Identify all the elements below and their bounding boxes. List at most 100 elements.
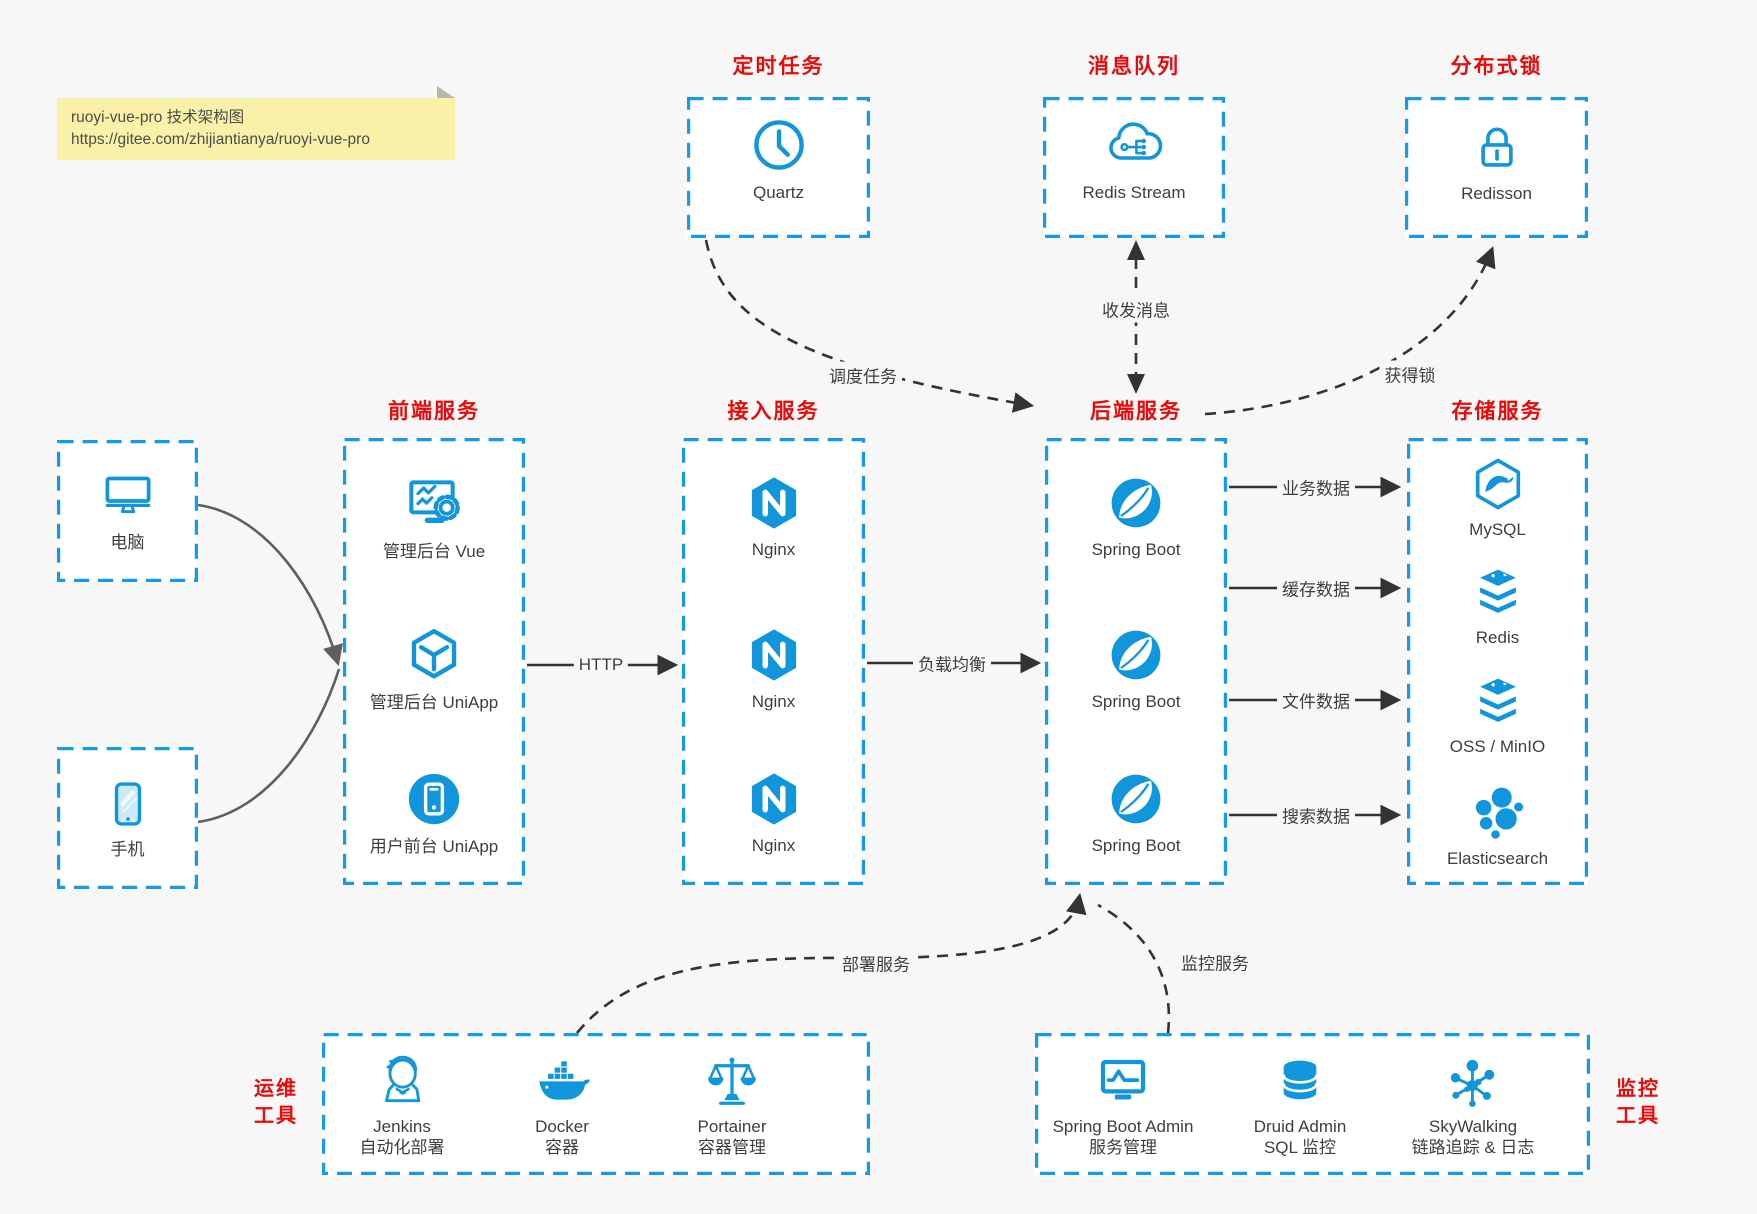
devops-tools-title: 运维 工具: [238, 1076, 314, 1130]
item-label: Redis: [1475, 628, 1520, 647]
admin-uniapp-item: 管理后台 UniApp: [343, 624, 525, 713]
admin-vue-icon: [402, 471, 466, 535]
redis-item: Redis: [1407, 563, 1588, 648]
cloud-mq-icon: [1102, 112, 1166, 176]
redis-stream-item: Redis Stream: [1043, 112, 1225, 203]
file-data-label: 文件数据: [1277, 686, 1355, 714]
frontend-services-box: 管理后台 Vue 管理后台 UniApp 用户前台 UniApp: [343, 438, 525, 885]
redis-icon: [1469, 563, 1527, 621]
elasticsearch-icon: [1468, 782, 1528, 842]
item-label: Nginx: [751, 692, 796, 711]
item-label: Quartz: [752, 183, 805, 202]
client-pc-box: 电脑: [57, 440, 198, 582]
monitor-tools-title-line2: 工具: [1616, 1105, 1660, 1127]
docker-item: Docker 容器: [482, 1051, 642, 1158]
item-name: Jenkins: [373, 1117, 431, 1136]
skywalking-item: SkyWalking 链路追踪 & 日志: [1385, 1051, 1561, 1158]
jenkins-icon: [371, 1051, 433, 1113]
group-title-storage: 存储服务: [1451, 400, 1544, 423]
devops-tools-box: Jenkins 自动化部署 Docker 容器 Portainer 容器管理: [322, 1033, 870, 1175]
item-label: 手机: [110, 840, 145, 859]
user-app-icon: [403, 768, 465, 830]
mysql-icon: [1469, 455, 1527, 513]
jenkins-item: Jenkins 自动化部署: [322, 1051, 482, 1158]
desktop-icon: [98, 466, 158, 526]
group-title-distributed-lock: 分布式锁: [1450, 55, 1543, 78]
item-name: Docker: [535, 1117, 589, 1136]
elasticsearch-item: Elasticsearch: [1407, 782, 1588, 869]
group-title-frontend: 前端服务: [388, 400, 480, 423]
item-label: 用户前台 UniApp: [369, 837, 499, 856]
item-label: 管理后台 UniApp: [369, 693, 499, 712]
group-title-message-queue: 消息队列: [1088, 55, 1180, 78]
spring-boot-item: Spring Boot: [1045, 473, 1227, 560]
devops-tools-title-line1: 运维: [254, 1078, 298, 1100]
nginx-item: Nginx: [682, 625, 865, 712]
item-label: Spring Boot: [1091, 692, 1181, 711]
spring-boot-icon: [1106, 625, 1166, 685]
item-desc: 链路追踪 & 日志: [1411, 1138, 1535, 1157]
mysql-item: MySQL: [1407, 455, 1588, 540]
druid-item: Druid Admin SQL 监控: [1212, 1051, 1388, 1158]
monitor-tools-title: 监控 工具: [1600, 1076, 1676, 1130]
schedule-task-label: 调度任务: [824, 361, 902, 389]
gateway-services-box: Nginx Nginx Nginx: [682, 438, 865, 885]
http-label: HTTP: [573, 654, 629, 676]
portainer-item: Portainer 容器管理: [652, 1051, 812, 1158]
nginx-icon: [744, 625, 804, 685]
spring-boot-item: Spring Boot: [1045, 625, 1227, 712]
nginx-item: Nginx: [682, 769, 865, 856]
spring-boot-admin-item: Spring Boot Admin 服务管理: [1035, 1051, 1211, 1158]
skywalking-icon: [1444, 1051, 1502, 1113]
item-label: Redisson: [1461, 184, 1532, 203]
deploy-label: 部署服务: [837, 949, 915, 977]
group-title-scheduled-task: 定时任务: [732, 55, 825, 78]
item-desc: 服务管理: [1089, 1138, 1157, 1157]
item-desc: 容器: [545, 1138, 579, 1157]
message-arrow-up: [1127, 240, 1145, 260]
item-desc: SQL 监控: [1263, 1138, 1337, 1157]
group-title-gateway: 接入服务: [727, 400, 820, 423]
item-label: Spring Boot: [1091, 836, 1181, 855]
uniapp-cube-icon: [403, 624, 465, 686]
nginx-item: Nginx: [682, 473, 865, 560]
backend-services-box: Spring Boot Spring Boot Spring Boot: [1045, 438, 1227, 885]
redisson-item: Redisson: [1405, 119, 1588, 204]
mobile-icon: [99, 775, 157, 833]
spring-boot-icon: [1106, 473, 1166, 533]
item-label: 电脑: [110, 533, 145, 552]
oss-icon: [1469, 672, 1527, 730]
message-arrow-down: [1127, 374, 1145, 394]
nginx-icon: [744, 473, 804, 533]
item-desc: 自动化部署: [359, 1138, 445, 1157]
message-queue-box: Redis Stream: [1043, 97, 1225, 238]
item-label: Spring Boot: [1091, 540, 1181, 559]
distributed-lock-box: Redisson: [1405, 97, 1588, 238]
client-phone-box: 手机: [57, 747, 198, 889]
phone-to-frontend-curve: [197, 668, 341, 824]
oss-item: OSS / MinIO: [1407, 672, 1588, 757]
note-fold-corner: [437, 86, 455, 98]
spring-boot-item: Spring Boot: [1045, 769, 1227, 856]
item-name: Druid Admin: [1253, 1117, 1347, 1136]
message-label: 收发消息: [1097, 295, 1175, 323]
item-label: Nginx: [751, 836, 796, 855]
devops-tools-title-line2: 工具: [254, 1105, 298, 1127]
note-title: ruoyi-vue-pro 技术架构图: [71, 109, 245, 126]
admin-vue-item: 管理后台 Vue: [343, 471, 525, 562]
item-name: SkyWalking: [1428, 1117, 1518, 1136]
acquire-lock-curve: [1204, 246, 1496, 416]
nginx-icon: [744, 769, 804, 829]
load-balance-label: 负载均衡: [913, 649, 991, 677]
monitor-curve: [1097, 903, 1171, 1034]
druid-icon: [1271, 1051, 1329, 1113]
deploy-curve: [575, 892, 1087, 1034]
item-name: Spring Boot Admin: [1052, 1117, 1194, 1136]
group-title-backend: 后端服务: [1090, 400, 1182, 423]
acquire-lock-label: 获得锁: [1379, 360, 1441, 388]
cache-data-label: 缓存数据: [1277, 574, 1355, 602]
monitor-tools-title-line1: 监控: [1616, 1078, 1660, 1100]
monitor-label: 监控服务: [1176, 948, 1254, 976]
portainer-icon: [702, 1051, 762, 1113]
